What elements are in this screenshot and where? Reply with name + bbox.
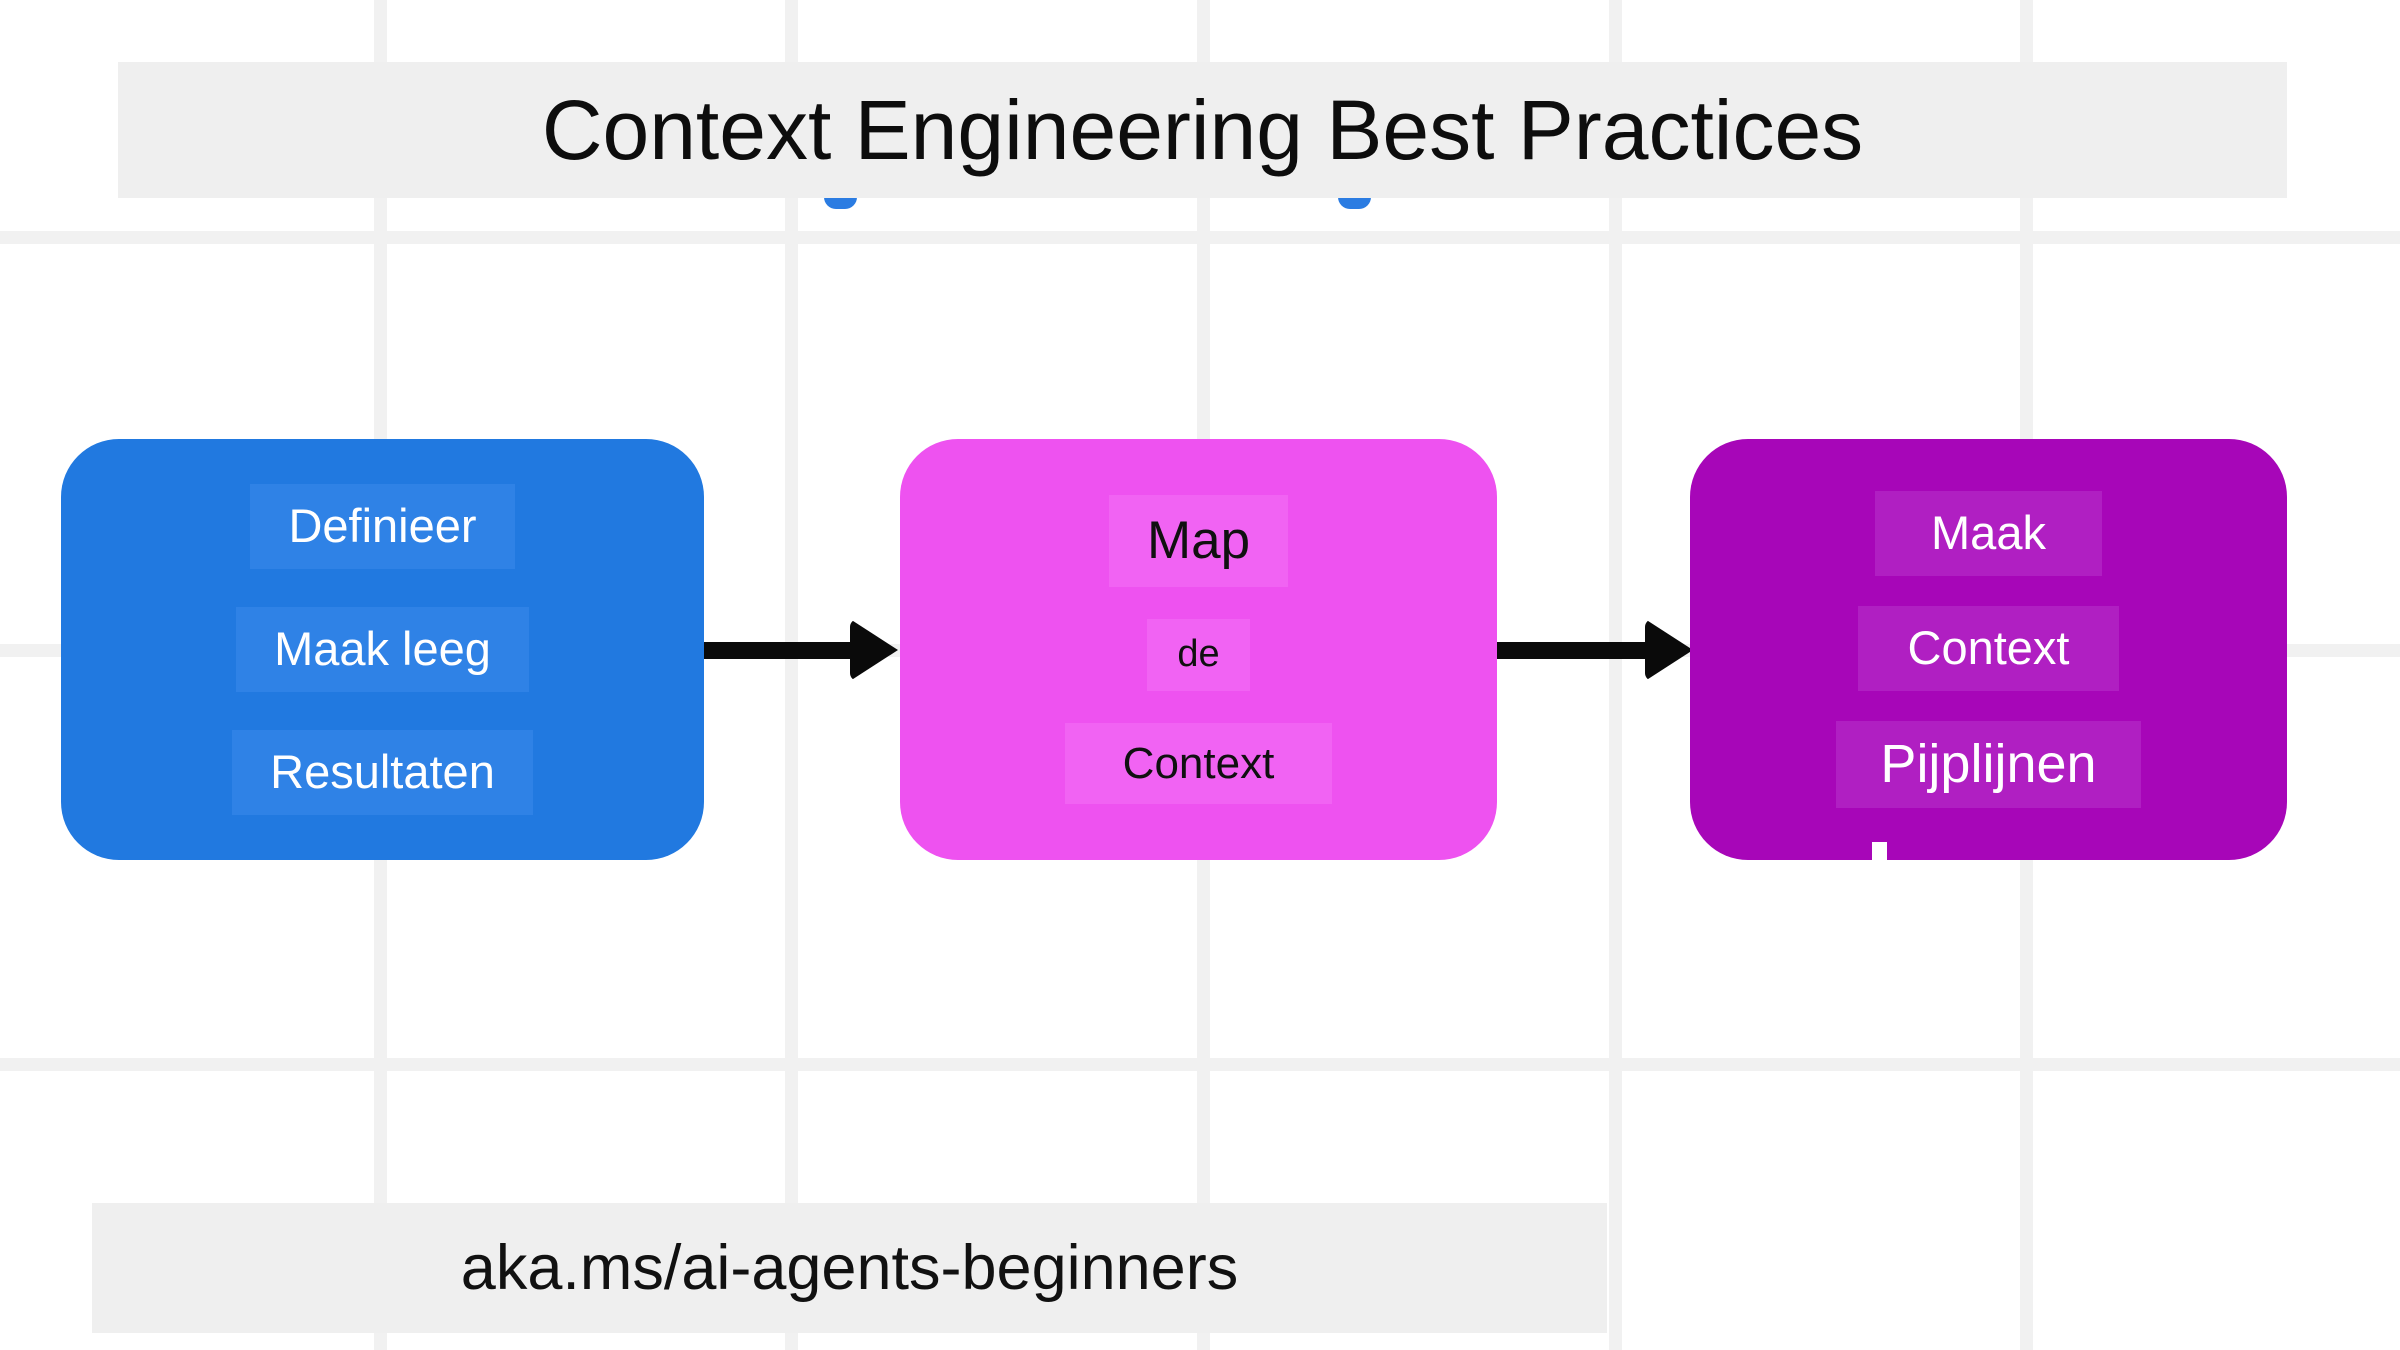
box-label: Pijplijnen [1836, 720, 2141, 808]
arrow-head-right-icon [850, 619, 898, 681]
grid-line-horizontal [0, 231, 2400, 244]
white-square-artifact [1872, 842, 1887, 860]
grid-line-vertical [1609, 0, 1622, 1350]
box-label: de [1147, 619, 1250, 691]
box-label: Maak [1875, 491, 2102, 576]
grid-line-vertical [785, 0, 798, 1350]
flow-box-maak-context-pijplijnen: Maak Context Pijplijnen [1690, 439, 2287, 860]
stray-slash-artifact [1989, 955, 2013, 1019]
footer-band: aka.ms/ai-agents-beginners [92, 1203, 1607, 1333]
title-band: Context Engineering Best Practices [118, 62, 2287, 198]
page-title: Context Engineering Best Practices [541, 83, 1864, 177]
arrow-shaft [704, 642, 854, 659]
arrow-head-right-icon [1645, 619, 1693, 681]
box-label: Resultaten [232, 729, 533, 815]
arrow-shaft [1497, 642, 1645, 659]
box-label: Maak leeg [236, 607, 529, 692]
flow-box-definieer: Definieer Maak leeg Resultaten [61, 439, 704, 860]
grid-line-horizontal [0, 1058, 2400, 1071]
footer-link-text: aka.ms/ai-agents-beginners [460, 1232, 1239, 1303]
box-label: Context [1857, 605, 2120, 691]
box-label: Map [1108, 495, 1289, 588]
stray-glyph-artifact: s [1150, 996, 1179, 1061]
flow-box-map-de-context: Map de Context [900, 439, 1497, 860]
box-label: Context [1064, 722, 1333, 804]
blue-arc-artifact [824, 197, 857, 209]
box-label: Definieer [250, 484, 515, 570]
blue-arc-artifact [1338, 197, 1371, 209]
